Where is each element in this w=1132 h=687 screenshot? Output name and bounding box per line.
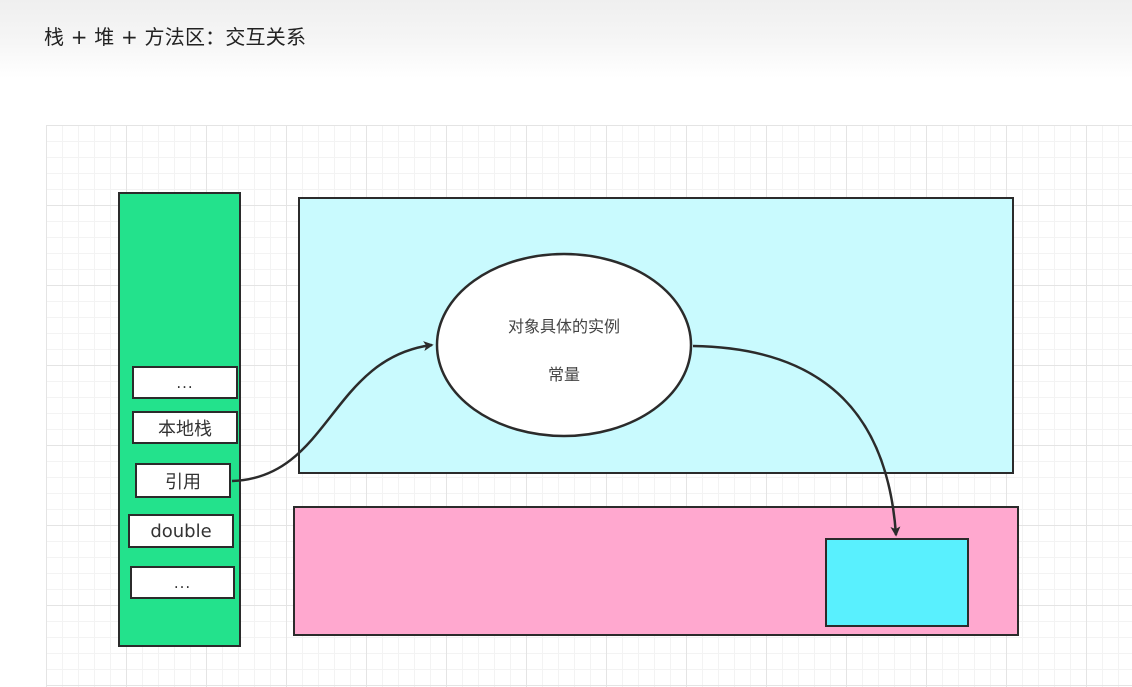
stack-slot-native: 本地栈	[132, 411, 238, 444]
header-band	[0, 0, 1132, 78]
constant-label: 常量	[547, 365, 580, 384]
stack-slot-reference: 引用	[135, 463, 231, 498]
reference-to-object-arrow	[231, 341, 434, 483]
method-area-item	[825, 538, 969, 627]
stack-slot-ellipsis-bottom: ...	[130, 566, 235, 599]
stack-slot-double: double	[128, 514, 234, 548]
stack-slot-ellipsis-top: ...	[132, 366, 238, 399]
object-to-method-area-arrow	[692, 344, 901, 537]
page-title: 栈 + 堆 + 方法区：交互关系	[44, 25, 307, 49]
object-instance-ellipse	[435, 252, 693, 438]
object-instance-label: 对象具体的实例	[507, 317, 620, 336]
